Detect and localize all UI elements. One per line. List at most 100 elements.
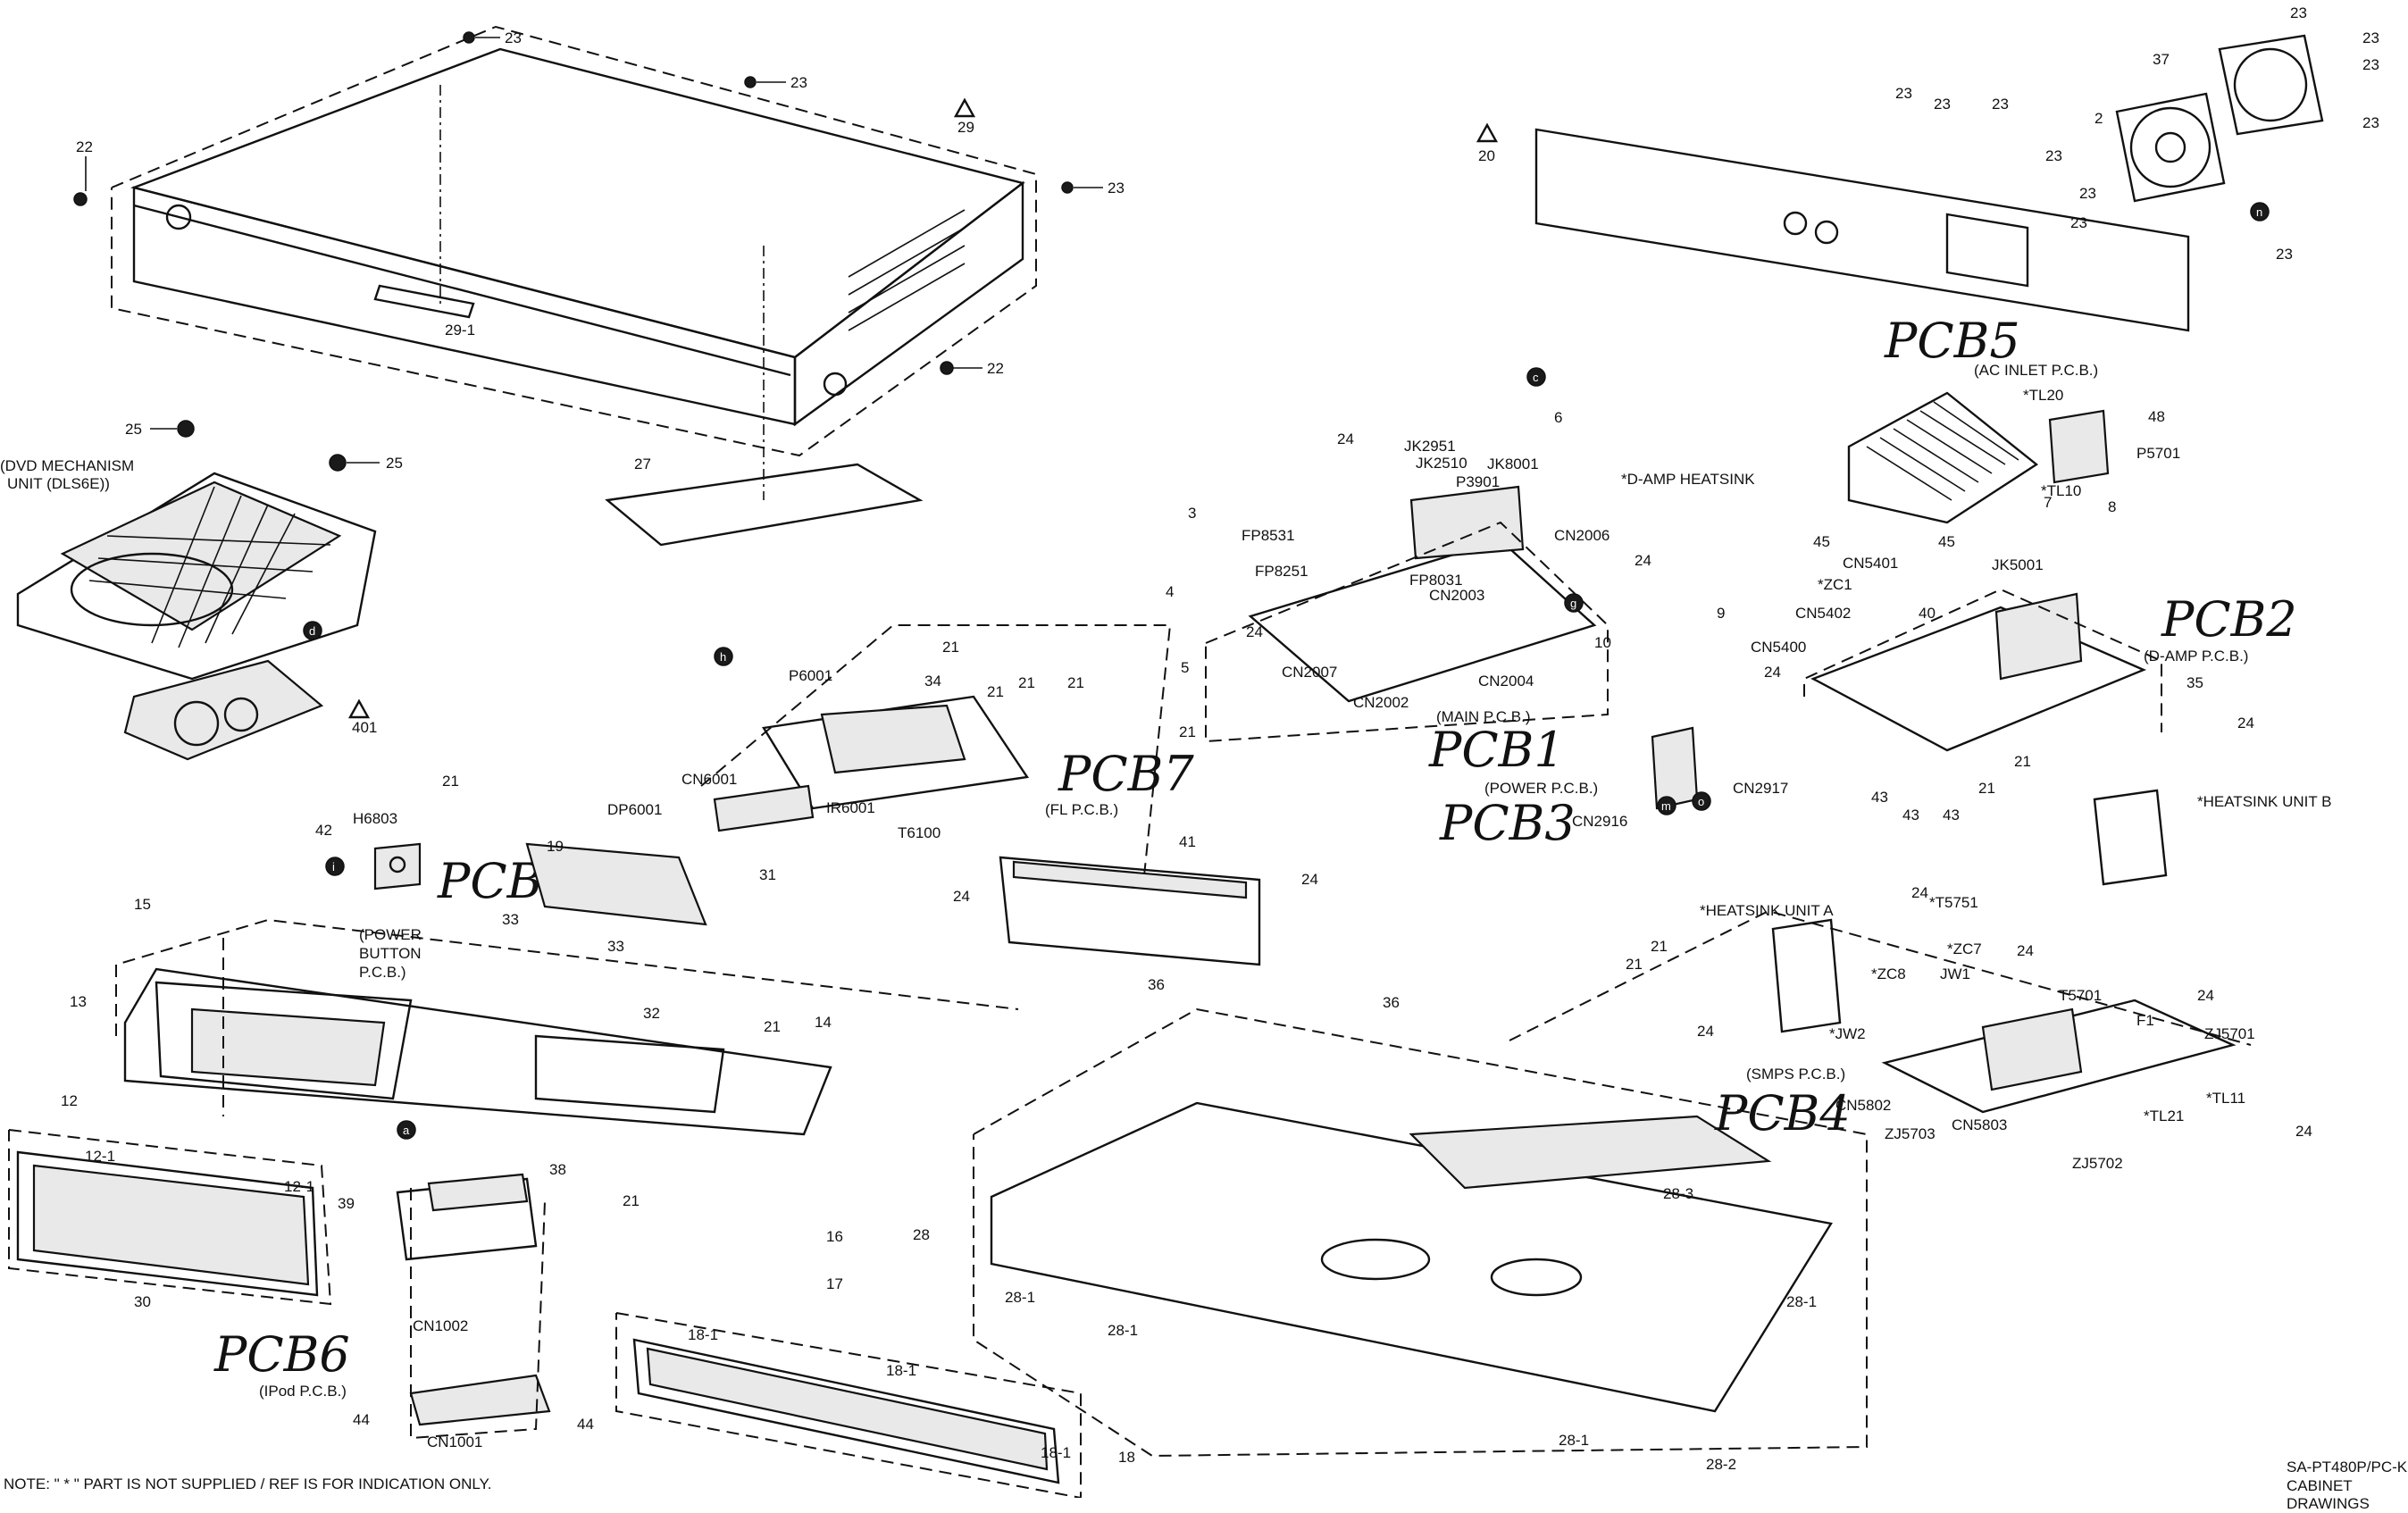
label-33-a: 33 [502,911,519,928]
door-18 [632,1338,1060,1484]
callout-m: m [1657,796,1676,815]
warning-20 [1476,122,1499,143]
bracket-41 [999,856,1261,966]
label-jk5001: JK5001 [1992,556,2044,573]
svg-text:23: 23 [790,74,807,91]
label-p3901: P3901 [1456,473,1500,490]
svg-text:c: c [1533,371,1539,384]
label-12-1-b: 12-1 [284,1178,314,1195]
label-28: 28 [913,1226,930,1243]
label-jk8001: JK8001 [1487,456,1539,472]
label-zc7: *ZC7 [1947,940,1982,957]
label-d-amp-pcb: (D-AMP P.C.B.) [2144,648,2248,665]
handwritten-pcb1: PCB1 [1428,722,1565,778]
label-cn2007: CN2007 [1282,664,1337,681]
label-35: 35 [2186,674,2203,691]
label-18-1-a: 18-1 [688,1326,718,1343]
svg-text:n: n [2256,205,2262,219]
label-24-c: 24 [1337,430,1354,447]
label-28-3: 28-3 [1663,1185,1693,1202]
ipod-dock [396,1173,538,1261]
label-cn6001: CN6001 [681,771,737,788]
label-fl-pcb: (FL P.C.B.) [1045,801,1118,818]
dvd-mech-label-1: (DVD MECHANISM [0,457,134,474]
top-cover [130,47,1025,427]
label-jk2951: JK2951 [1404,438,1456,455]
handwritten-pcb5: PCB5 [1884,313,2020,369]
label-12: 12 [61,1092,78,1109]
svg-text:g: g [1570,597,1576,610]
label-43-b: 43 [1902,807,1919,823]
label-power-pcb: (POWER P.C.B.) [1484,780,1598,797]
label-39: 39 [338,1195,355,1212]
handwritten-pcb7: PCB7 [1058,746,1194,802]
svg-text:m: m [1661,799,1671,813]
label-20: 20 [1478,147,1495,164]
label-cn2003: CN2003 [1429,587,1484,604]
label-44-b: 44 [577,1416,594,1433]
label-48: 48 [2148,408,2165,425]
label-43-a: 43 [1871,789,1888,806]
label-24-a: 24 [953,888,970,905]
fl-pcb [713,695,1030,832]
label-zc1: *ZC1 [1818,576,1852,593]
label-t5701: T5701 [2059,987,2102,1004]
label-30: 30 [134,1293,151,1310]
label-21-e: 21 [1179,723,1196,740]
rear-panel [1534,128,2190,332]
label-zj5702: ZJ5702 [2072,1155,2123,1172]
label-23-g: 23 [2362,114,2379,131]
label-17: 17 [826,1275,843,1292]
label-tl20: *TL20 [2023,387,2063,404]
screw-23-top-3: 23 [1061,180,1125,196]
label-24-f: 24 [1764,664,1781,681]
label-cn5803: CN5803 [1952,1116,2007,1133]
label-32: 32 [643,1005,660,1022]
label-28-1-d: 28-1 [1559,1432,1589,1449]
label-2: 2 [2094,110,2103,127]
label-cn1001: CN1001 [427,1434,482,1450]
label-13: 13 [70,993,87,1010]
label-21-f: 21 [442,773,459,790]
label-43-c: 43 [1943,807,1960,823]
label-cn2002: CN2002 [1353,694,1409,711]
label-9: 9 [1717,605,1725,622]
label-cn5401: CN5401 [1843,555,1898,572]
label-24-d: 24 [1246,623,1263,640]
callout-a: a [397,1120,416,1140]
label-18-1-c: 18-1 [1041,1444,1071,1461]
label-fp8531: FP8531 [1242,527,1295,544]
label-24-j: 24 [2017,942,2034,959]
label-t6100: T6100 [898,824,941,841]
label-40: 40 [1919,605,1936,622]
label-zc8: *ZC8 [1871,965,1906,982]
label-power-btn-3: P.C.B.) [359,964,406,981]
heatsink-unit-b [2093,789,2168,886]
label-31: 31 [759,866,776,883]
label-jw1: JW1 [1940,965,1970,982]
label-12-1-a: 12-1 [85,1148,115,1165]
fl-pcb-dash-outline [700,624,1172,885]
label-cn5400: CN5400 [1751,639,1806,656]
dvd-mechanism-unit [16,472,377,761]
label-d-amp-heatsink: *D-AMP HEATSINK [1621,471,1755,488]
svg-text:25: 25 [386,455,403,472]
label-heatsink-a: *HEATSINK UNIT A [1700,902,1834,919]
callout-i: i [325,857,345,876]
label-zj5703: ZJ5703 [1885,1125,1936,1142]
heatsink-unit-a [1771,918,1842,1033]
svg-text:23: 23 [1108,180,1125,196]
label-ipod-pcb: (IPod P.C.B.) [259,1383,347,1400]
label-28-2: 28-2 [1706,1456,1736,1473]
front-panel-dash-outline [115,918,1019,1116]
label-5: 5 [1181,659,1189,676]
label-15: 15 [134,896,151,913]
label-28-1-a: 28-1 [1005,1289,1035,1306]
label-cn2004: CN2004 [1478,673,1534,690]
label-21-g: 21 [764,1018,781,1035]
ac-inlet-pcb [2048,409,2110,484]
label-36-a: 36 [1148,976,1165,993]
label-23-l: 23 [2079,185,2096,202]
front-panel [123,842,832,1136]
label-37: 37 [2153,51,2170,68]
